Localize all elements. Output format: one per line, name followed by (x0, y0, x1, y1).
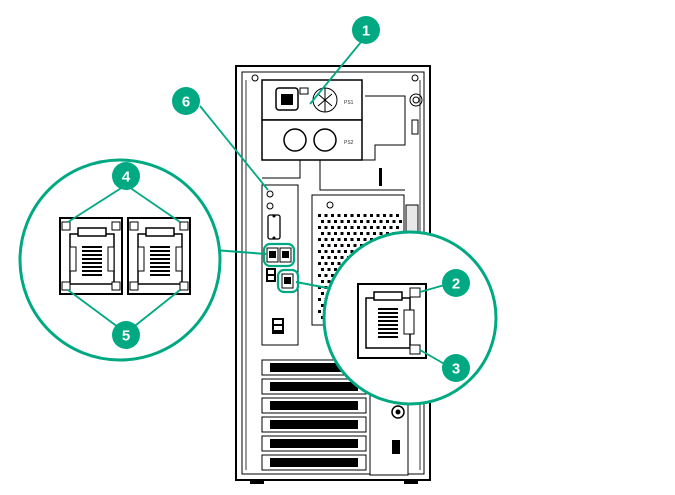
power-led (266, 202, 274, 210)
usb-port-icon (266, 268, 276, 282)
callout-badge-3: 3 (442, 354, 470, 382)
callout-badge-2: 2 (442, 269, 470, 297)
expansion-slot-icon (270, 401, 358, 410)
expansion-slot-icon (270, 382, 358, 391)
uid-button (266, 190, 274, 198)
callout-6-leader (199, 105, 269, 191)
usb-port-icon (272, 318, 284, 334)
svg-text:2: 2 (452, 276, 460, 293)
psu2-blank-knockout-left (283, 128, 307, 152)
svg-text:3: 3 (452, 361, 460, 378)
rj45-port-icon (59, 217, 123, 295)
callout-badge-1: 1 (352, 16, 380, 44)
vga-port-icon (267, 214, 281, 240)
svg-text:1: 1 (362, 23, 370, 40)
rj45-port-icon (357, 283, 427, 359)
expansion-slot-icon (270, 458, 358, 467)
psu2-blank-knockout-right (313, 128, 337, 152)
expansion-slots (261, 359, 409, 476)
svg-text:6: 6 (182, 94, 190, 111)
rear-io-panel (261, 184, 300, 346)
psu-fan-icon (312, 87, 338, 113)
rj45-port-icon (266, 247, 279, 263)
callout-badge-6: 6 (172, 87, 200, 115)
svg-text:4: 4 (122, 169, 131, 186)
psu1-label: PS1 (344, 100, 354, 106)
psu2-label: PS2 (344, 140, 354, 146)
chassis-nic-highlight (262, 242, 300, 294)
rj45-port-icon (279, 247, 292, 263)
callout-1-leader (309, 35, 367, 105)
expansion-slot-icon (270, 420, 358, 429)
power-inlet-icon (275, 87, 299, 111)
svg-text:5: 5 (122, 328, 130, 345)
expansion-slot-icon (270, 363, 358, 372)
rj45-port-icon (127, 217, 191, 295)
expansion-slot-icon (270, 439, 358, 448)
callout-badge-5: 5 (112, 321, 140, 349)
power-supply-bay: PS1 PS2 (261, 79, 363, 161)
rj45-port-icon (281, 273, 294, 289)
callout-badge-4: 4 (112, 162, 140, 190)
nic-zoom-detail-left (18, 158, 267, 362)
